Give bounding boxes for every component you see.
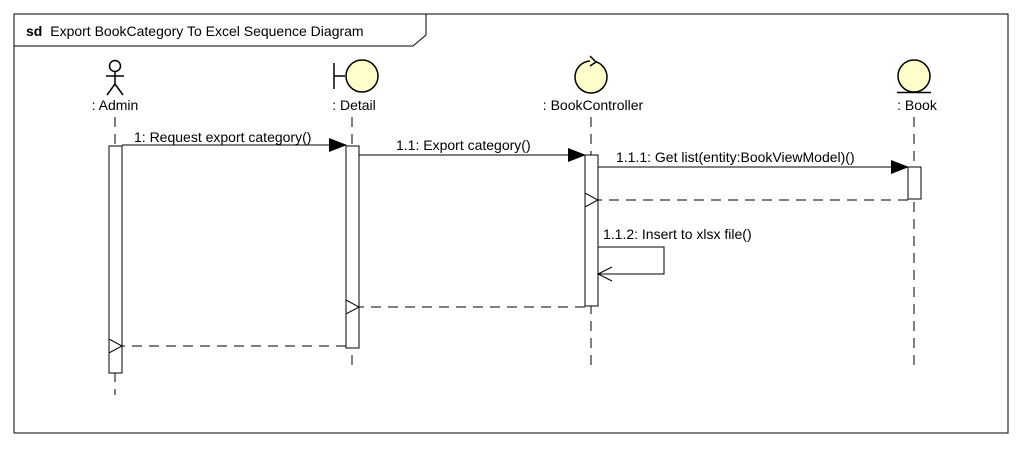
message-label-1-1-1: 1.1.1: Get list(entity:BookViewModel)(): [616, 149, 855, 165]
frame-tab: [13, 13, 427, 47]
lifeline-label-book: : Book: [897, 97, 938, 113]
self-arrow-head: [596, 266, 613, 282]
lifeline-label-admin: : Admin: [92, 97, 139, 113]
activation-controller: [584, 154, 599, 307]
control-icon: [574, 55, 608, 94]
entity-icon: [897, 59, 931, 94]
actor-icon: [106, 59, 124, 96]
activation-book: [907, 166, 922, 200]
lifeline-label-controller: : BookController: [543, 97, 644, 113]
diagram-frame: [13, 13, 1009, 434]
message-label-1-1-2: 1.1.2: Insert to xlsx file(): [603, 226, 752, 242]
frame-keyword: sd: [26, 23, 42, 39]
activation-detail: [345, 145, 360, 349]
frame-title: sd Export BookCategory To Excel Sequence…: [26, 23, 364, 39]
message-label-1: 1: Request export category(): [134, 129, 311, 145]
boundary-icon: [333, 59, 379, 93]
frame-title-text: Export BookCategory To Excel Sequence Di…: [50, 23, 363, 39]
lifeline-label-detail: : Detail: [332, 97, 376, 113]
message-arrow-1-1-2: [598, 246, 665, 275]
message-label-1-1: 1.1: Export category(): [396, 137, 531, 153]
activation-admin: [108, 145, 123, 374]
